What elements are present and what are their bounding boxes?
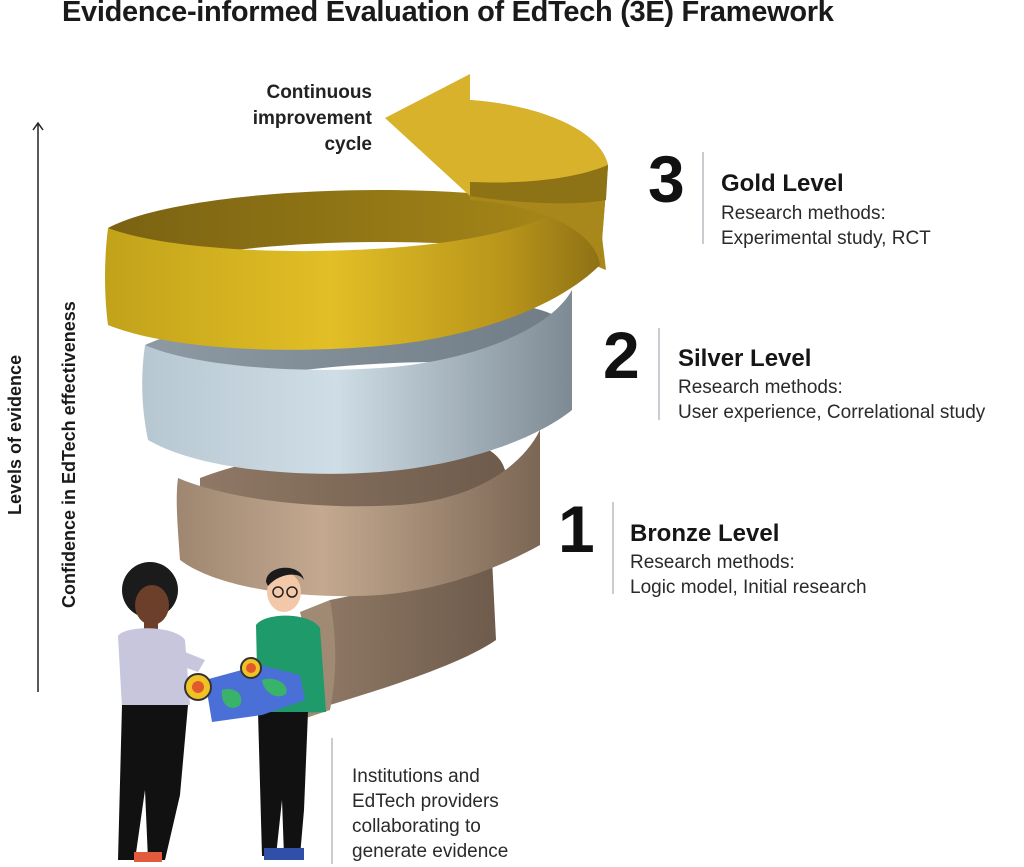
page-title: Evidence-informed Evaluation of EdTech (…: [62, 0, 834, 28]
level-1-separator: [612, 502, 614, 594]
axis-outer-label: Levels of evidence: [5, 354, 25, 515]
map-illustration: [184, 657, 305, 722]
bronze-band: [176, 430, 540, 597]
level-3-separator: [702, 152, 704, 244]
axis-inner-label: Confidence in EdTech effectiveness: [59, 301, 79, 608]
collaboration-line: generate evidence: [352, 841, 509, 862]
collaboration-line: collaborating to: [352, 816, 481, 837]
cycle-label-line: improvement: [252, 108, 372, 129]
person-woman: [118, 562, 205, 862]
cycle-label-line: Continuous: [266, 82, 372, 103]
up-arrow-icon: [32, 121, 44, 692]
gold-band-back: [108, 190, 606, 280]
collaboration-line: EdTech providers: [352, 791, 499, 812]
collaboration-line: Institutions and: [352, 766, 480, 787]
level-2-separator: [658, 328, 660, 420]
collaboration-separator: [331, 738, 333, 864]
level-2-methods: User experience, Correlational study: [678, 402, 986, 423]
level-3-name: Gold Level: [721, 170, 844, 197]
level-3-methods: Experimental study, RCT: [721, 228, 931, 249]
level-3-number: 3: [648, 142, 685, 216]
level-2-number: 2: [603, 318, 640, 392]
level-2-methods-label: Research methods:: [678, 377, 843, 398]
silver-band: [142, 290, 572, 474]
level-3-methods-label: Research methods:: [721, 203, 886, 224]
cycle-label-line: cycle: [324, 134, 372, 155]
level-2-name: Silver Level: [678, 345, 812, 372]
gold-band: [105, 165, 608, 350]
person-man: [256, 567, 326, 860]
level-1-number: 1: [558, 492, 595, 566]
cycle-label: Continuous improvement cycle: [200, 80, 372, 158]
collaboration-text: Institutions and EdTech providers collab…: [352, 764, 508, 864]
level-1-methods-label: Research methods:: [630, 552, 795, 573]
level-1-name: Bronze Level: [630, 520, 780, 547]
up-arrow-head: [385, 74, 608, 196]
level-1-methods: Logic model, Initial research: [630, 577, 867, 598]
